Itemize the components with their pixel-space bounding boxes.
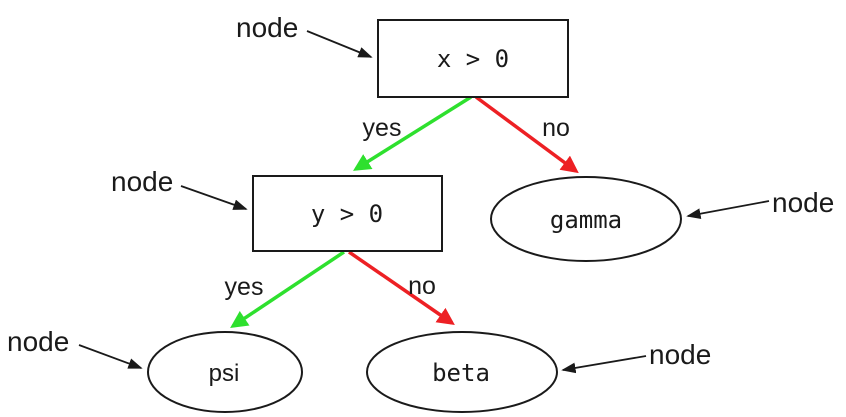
- annotation-root-label: node: [236, 12, 298, 43]
- annotation-gamma-arrow: [686, 200, 770, 220]
- edge-label-yes-2: yes: [225, 273, 264, 301]
- psi-node-label: psi: [209, 360, 240, 387]
- edge-root-no: [474, 95, 579, 174]
- annotation-beta-label: node: [649, 339, 711, 370]
- root-node-label: x > 0: [437, 45, 509, 73]
- annotation-beta: node: [561, 339, 711, 374]
- y-node-box: [252, 175, 443, 252]
- annotation-y-label: node: [111, 166, 173, 197]
- y-node-label: y > 0: [311, 200, 383, 228]
- edge-y-yes: [230, 250, 345, 328]
- annotation-y-arrow: [180, 185, 248, 210]
- edge-label-no-2: no: [408, 272, 436, 300]
- edge-y-no: [348, 250, 455, 325]
- root-node-box: [377, 19, 569, 98]
- root-decision-node: x > 0: [377, 19, 569, 98]
- annotation-psi: node: [7, 326, 143, 369]
- psi-leaf-node: psi: [147, 331, 303, 413]
- beta-node-label: beta: [432, 359, 490, 387]
- beta-node-ellipse: [366, 331, 558, 413]
- annotation-psi-arrow: [78, 344, 143, 369]
- annotation-psi-label: node: [7, 326, 69, 357]
- annotation-root: node: [236, 12, 373, 58]
- gamma-node-ellipse: [490, 176, 682, 262]
- annotation-gamma-label: node: [772, 187, 834, 218]
- edge-label-no-1: no: [542, 114, 570, 142]
- edge-label-yes-1: yes: [363, 114, 402, 142]
- y-decision-node: y > 0: [252, 175, 443, 252]
- annotation-gamma: node: [686, 187, 834, 220]
- gamma-node-label: gamma: [550, 206, 622, 234]
- annotation-root-arrow: [306, 30, 373, 58]
- gamma-leaf-node: gamma: [490, 176, 682, 262]
- edge-root-yes: [353, 95, 472, 171]
- beta-leaf-node: beta: [366, 331, 558, 413]
- psi-node-ellipse: [147, 331, 303, 413]
- annotation-beta-arrow: [561, 355, 647, 374]
- annotation-y-decision: node: [111, 166, 248, 210]
